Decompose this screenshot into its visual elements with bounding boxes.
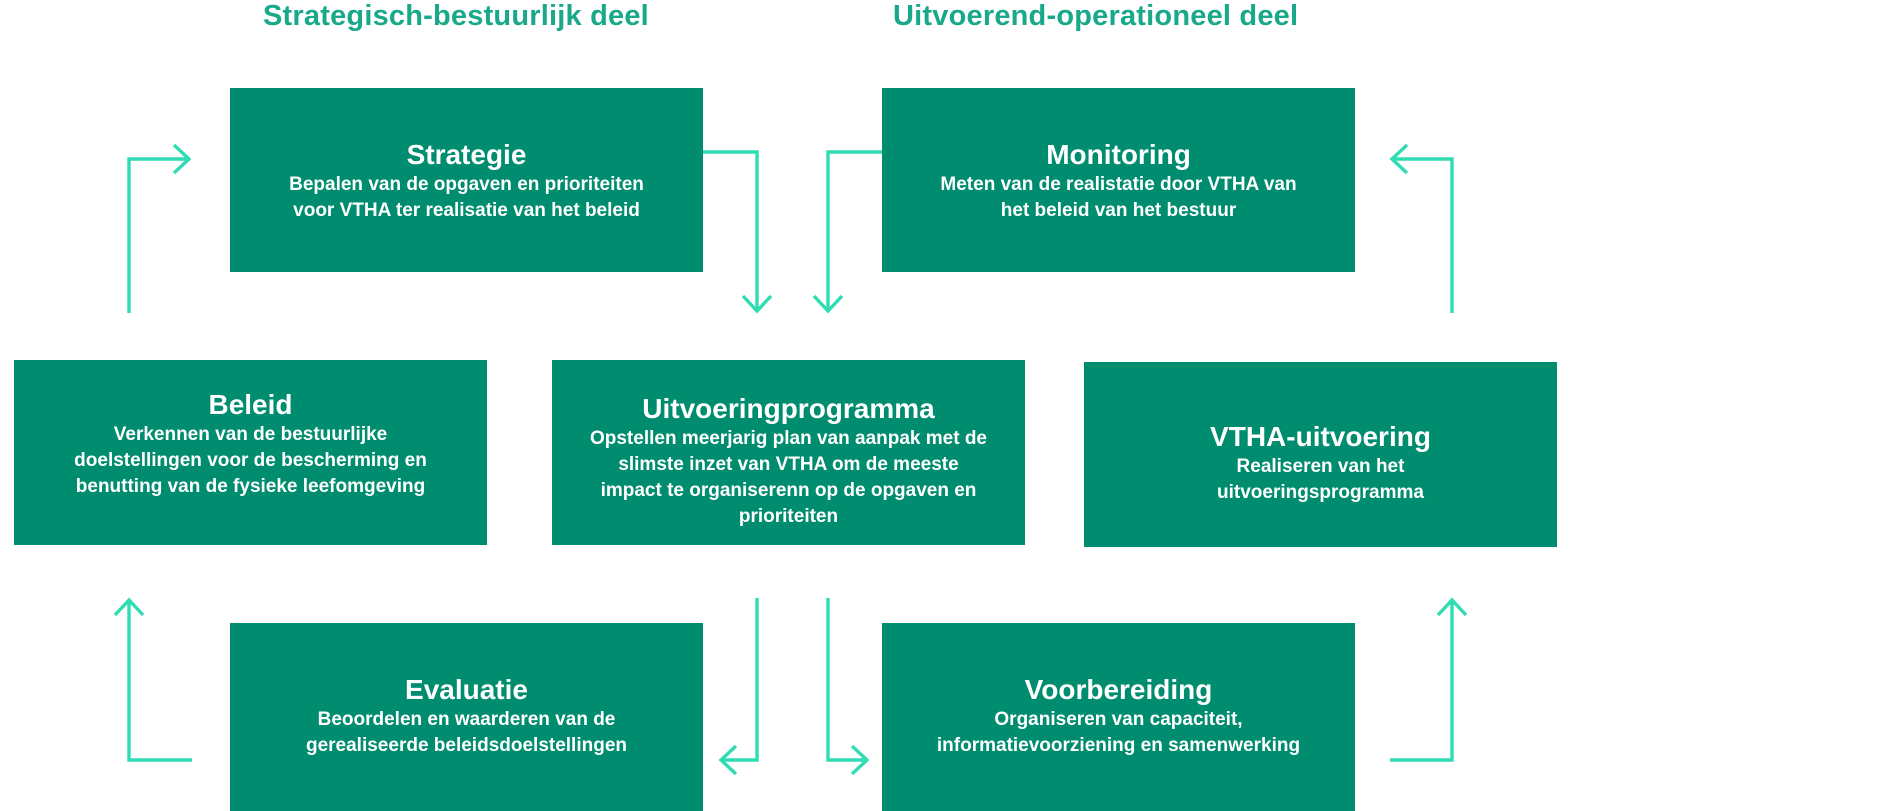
box-beleid-line-2: doelstellingen voor de bescherming en [74, 450, 427, 471]
arrow-head-programma-to-evaluatie [718, 744, 738, 776]
arrow-head-programma-to-voorbereiding [850, 744, 870, 776]
box-evaluatie: Evaluatie Beoordelen en waarderen van de… [230, 623, 703, 811]
box-beleid-title: Beleid [208, 389, 293, 420]
box-voorbereiding-line-2: informatievoorziening en samenwerking [936, 735, 1301, 756]
box-monitoring-line-2: het beleid van het bestuur [1000, 200, 1237, 221]
arrow-strategie-to-programma [679, 150, 759, 310]
box-strategie-line-2: voor VTHA ter realisatie van het beleid [293, 200, 640, 221]
arrow-voorbereiding-to-vtha [1390, 601, 1454, 762]
heading-strategic: Strategisch-bestuurlijk deel [263, 0, 649, 32]
box-evaluatie-line-1: Beoordelen en waarderen van de [317, 709, 616, 730]
box-uitvoeringprogramma: Uitvoeringprogramma Opstellen meerjarig … [552, 360, 1025, 545]
box-evaluatie-line-2: gerealiseerde beleidsdoelstellingen [305, 735, 627, 756]
arrow-programma-to-evaluatie [722, 598, 759, 762]
box-vtha-uitvoering-title: VTHA-uitvoering [1210, 421, 1431, 452]
arrow-monitoring-to-programma [826, 150, 907, 310]
box-uitvoeringprogramma-title: Uitvoeringprogramma [642, 393, 935, 424]
box-strategie-line-1: Bepalen van de opgaven en prioriteiten [289, 174, 644, 195]
arrow-head-strategie-to-programma [741, 294, 773, 314]
arrow-head-monitoring-to-programma [812, 294, 844, 314]
box-vtha-uitvoering-line-2: uitvoeringsprogramma [1217, 482, 1424, 503]
box-beleid-line-1: Verkennen van de bestuurlijke [113, 424, 388, 445]
box-uitvoeringprogramma-line-4: prioriteiten [738, 506, 839, 527]
box-evaluatie-title: Evaluatie [405, 674, 528, 705]
box-beleid: Beleid Verkennen van de bestuurlijke doe… [14, 360, 487, 545]
arrow-programma-to-voorbereiding [826, 598, 866, 762]
arrow-vtha-to-monitoring [1393, 157, 1454, 313]
arrow-evaluatie-to-beleid [127, 601, 192, 762]
box-strategie: Strategie Bepalen van de opgaven en prio… [230, 88, 703, 272]
box-voorbereiding-line-1: Organiseren van capaciteit, [994, 709, 1243, 730]
box-vtha-uitvoering-line-1: Realiseren van het [1236, 456, 1405, 477]
box-uitvoeringprogramma-line-2: slimste inzet van VTHA om de meeste [618, 454, 959, 475]
box-monitoring-title: Monitoring [1046, 139, 1191, 170]
box-uitvoeringprogramma-line-1: Opstellen meerjarig plan van aanpak met … [589, 428, 988, 449]
arrow-beleid-to-strategie [127, 157, 188, 313]
box-beleid-line-3: benutting van de fysieke leefomgeving [75, 476, 426, 497]
box-voorbereiding: Voorbereiding Organiseren van capaciteit… [882, 623, 1355, 811]
box-voorbereiding-title: Voorbereiding [1024, 674, 1213, 705]
arrow-head-voorbereiding-to-vtha [1436, 597, 1468, 617]
arrow-head-vtha-to-monitoring [1389, 143, 1409, 175]
box-strategie-title: Strategie [406, 139, 527, 170]
box-uitvoeringprogramma-line-3: impact te organiserenn op de opgaven en [600, 480, 977, 501]
arrow-head-beleid-to-strategie [172, 143, 192, 175]
heading-operational: Uitvoerend-operationeel deel [893, 0, 1299, 32]
box-monitoring-line-1: Meten van de realistatie door VTHA van [940, 174, 1297, 195]
box-monitoring: Monitoring Meten van de realistatie door… [882, 88, 1355, 272]
box-vtha-uitvoering: VTHA-uitvoering Realiseren van het uitvo… [1084, 362, 1557, 547]
arrow-head-evaluatie-to-beleid [113, 597, 145, 617]
